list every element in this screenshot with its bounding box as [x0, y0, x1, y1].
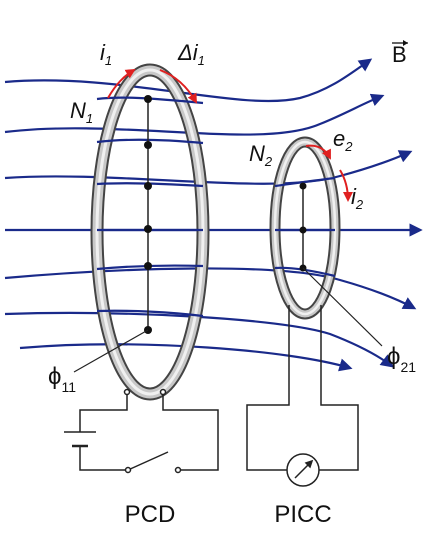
flux-dot: [144, 182, 152, 190]
flux-dot: [144, 141, 152, 149]
n2-label: N2: [249, 141, 273, 169]
di1-label: Δi1: [177, 40, 205, 68]
picc-label: PICC: [274, 501, 331, 528]
e2-label: e2: [333, 126, 353, 154]
field-line-6: [4, 311, 395, 368]
switch-contact-right: [174, 466, 182, 474]
switch-contact-left: [124, 466, 132, 474]
phi11-leader: [73, 329, 149, 373]
picc-circuit: [246, 305, 359, 487]
e2-arrow: [305, 144, 331, 160]
pcd-label: PCD: [125, 501, 176, 528]
switch-blade: [127, 451, 169, 471]
phi21-label: ϕ21: [387, 343, 416, 375]
current-arrows: [107, 68, 353, 202]
coil-n2-flux-points: [299, 182, 307, 272]
coil1-terminal-left: [123, 388, 131, 396]
flux-dot: [144, 225, 152, 233]
field-line-5: [4, 267, 417, 310]
flux-dot: [144, 262, 152, 270]
n1-label: N1: [70, 98, 93, 126]
field-lines: [4, 58, 423, 372]
coil-n1: [90, 63, 210, 401]
i2-label: i2: [351, 184, 364, 212]
i2-arrow: [339, 169, 353, 202]
b-field-label: B: [392, 42, 407, 67]
coil-n2: [269, 136, 341, 320]
phi11-label: ϕ11: [48, 363, 76, 395]
flux-dot: [144, 95, 152, 103]
phi21-leader: [302, 267, 383, 347]
di1-arrow: [159, 69, 197, 104]
field-line-1: [4, 58, 373, 103]
field-line-2: [4, 93, 385, 136]
field-line-7: [19, 343, 353, 372]
field-line-3: [4, 150, 413, 185]
flux-dot: [299, 226, 307, 234]
pcd-circuit: [64, 388, 219, 474]
flux-dot: [299, 182, 307, 190]
i1-label: i1: [100, 40, 112, 68]
coil1-terminal-right: [159, 388, 167, 396]
i1-arrow: [107, 68, 136, 99]
